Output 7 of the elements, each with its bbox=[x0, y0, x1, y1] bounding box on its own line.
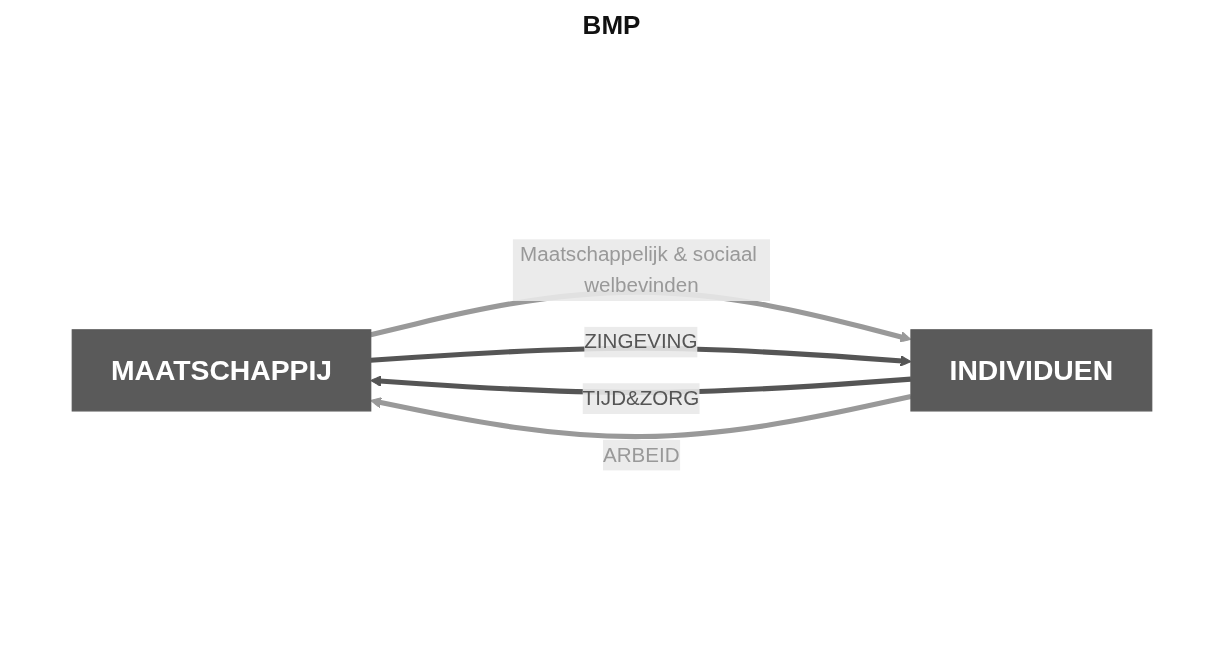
edge-label: ARBEID bbox=[602, 443, 680, 466]
edge-label: Maatschappelijk & sociaal welbevinden bbox=[519, 243, 757, 296]
center-label: BMP bbox=[582, 10, 641, 40]
node-box: INDIVIDUEN bbox=[909, 329, 1152, 412]
node-box: MAATSCHAPPIJ bbox=[71, 329, 371, 412]
edge-label: ZINGEVING bbox=[583, 330, 697, 353]
edge-label: TIJD&ZORG bbox=[582, 387, 699, 409]
